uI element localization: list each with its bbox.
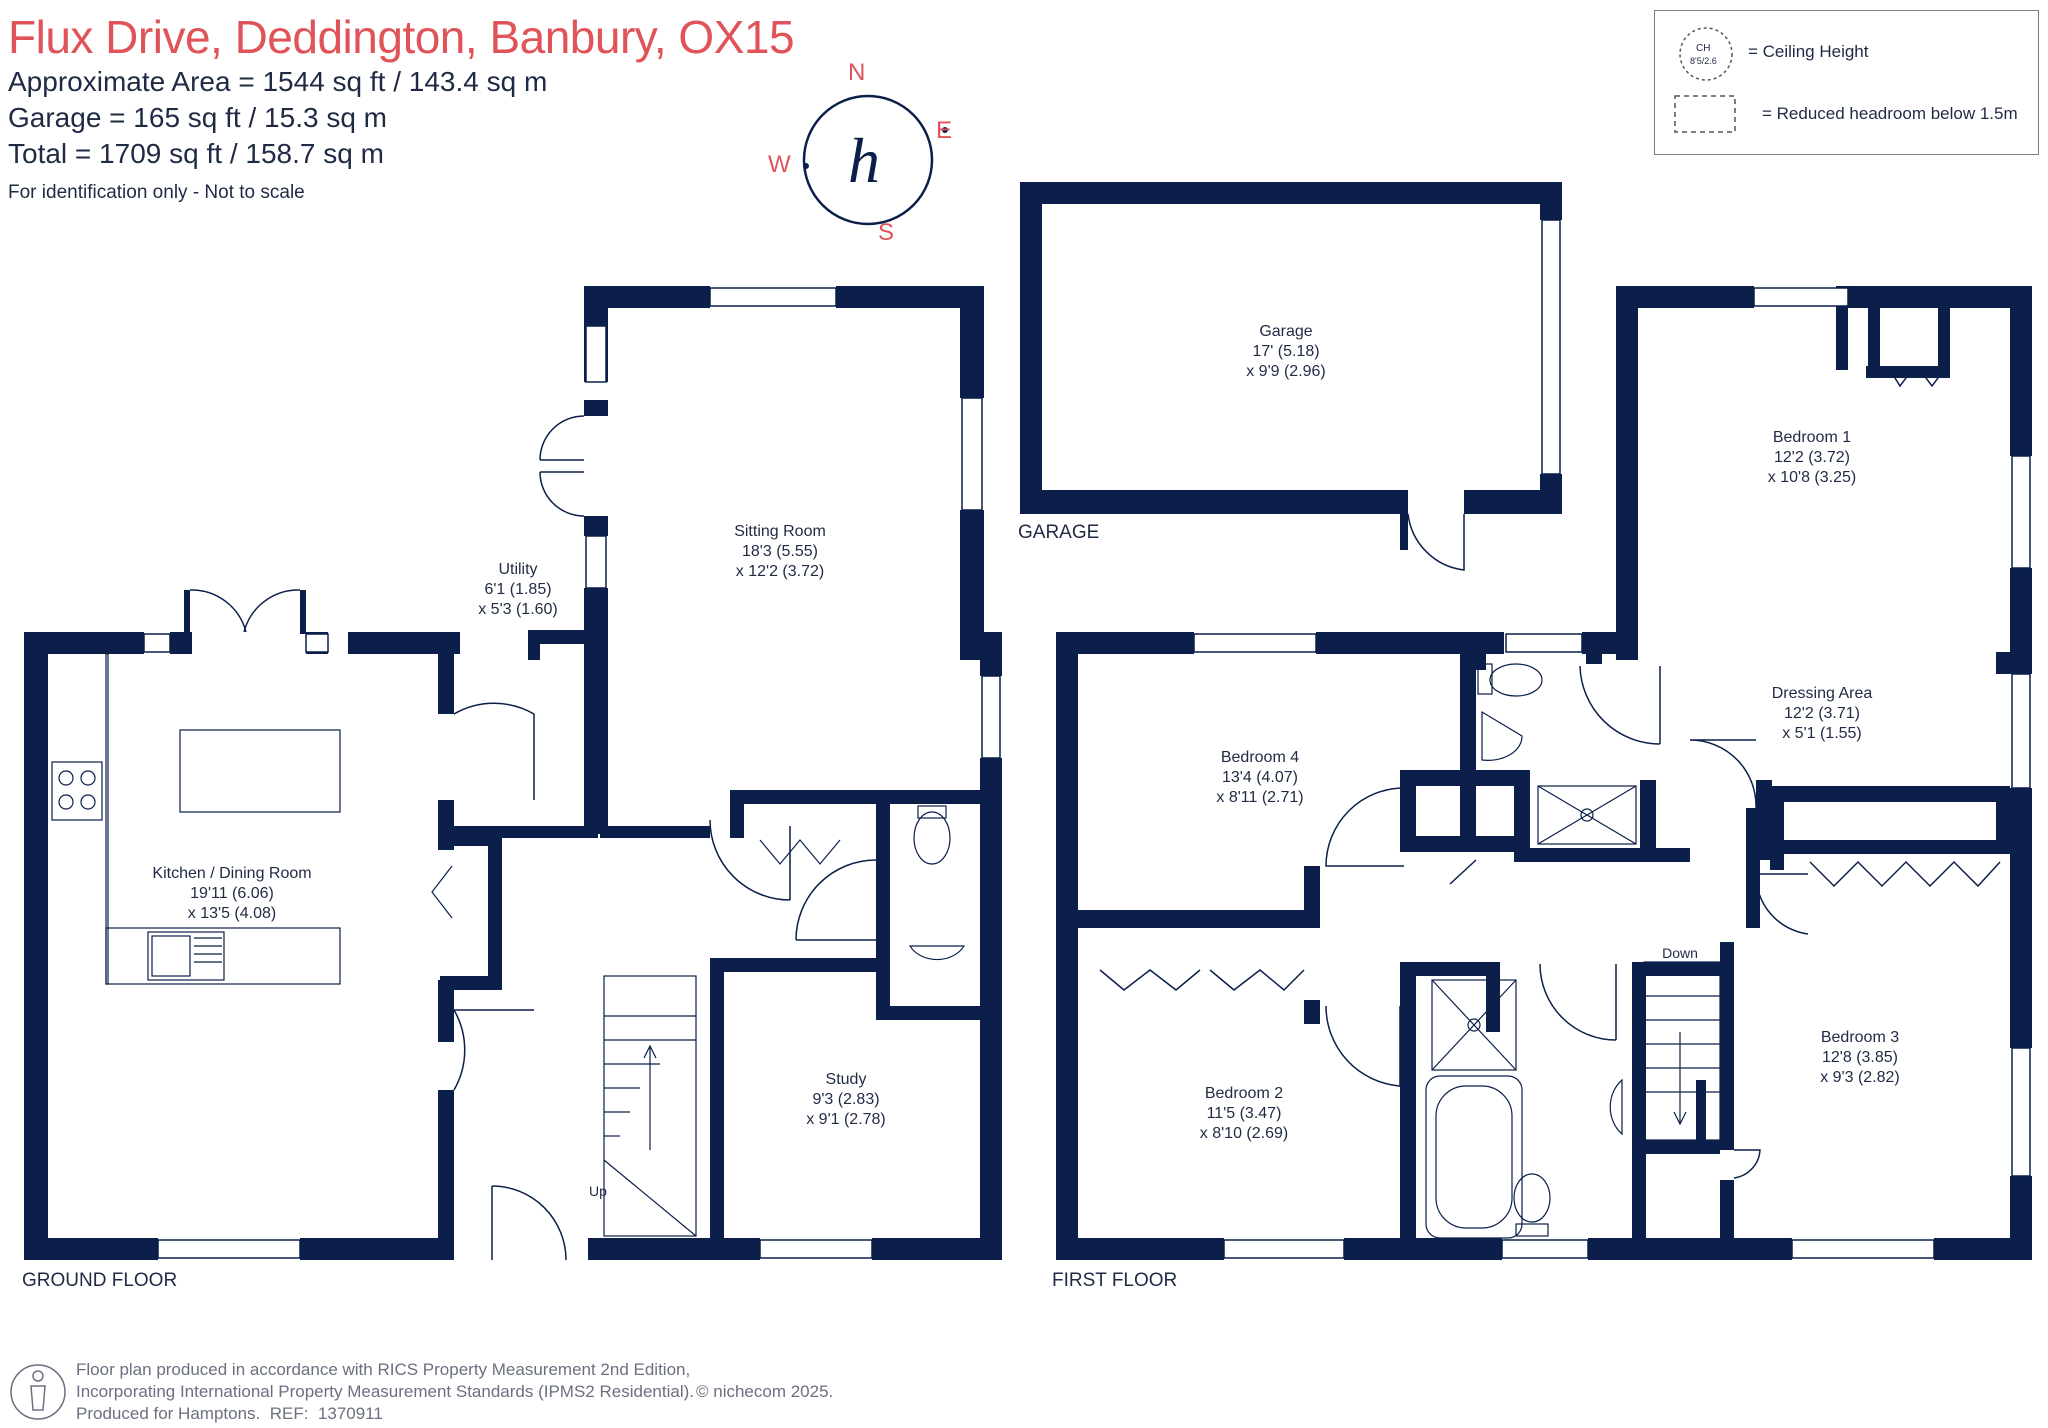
ground-floor-windows (143, 287, 1001, 1259)
total-area: Total = 1709 sq ft / 158.7 sq m (8, 138, 384, 169)
ground-floor-walls (24, 286, 1002, 1260)
compass-e: E (936, 117, 952, 144)
down-stairs (1643, 961, 1721, 1141)
staircase (603, 975, 697, 1237)
ensuite-basin (1481, 710, 1523, 761)
ch-symbol-top: CH (1696, 43, 1710, 54)
toilet (913, 811, 951, 865)
dressing-dim2: x 5'1 (1.55) (1782, 725, 1862, 742)
footer-produced-for: Produced for Hamptons. (76, 1404, 261, 1423)
kitchen-sink (147, 931, 225, 981)
study-label: Study (826, 1071, 867, 1088)
garage-label: Garage (1259, 323, 1312, 340)
garage-dim1: 17' (5.18) (1252, 343, 1319, 360)
first-floor-doors (1099, 369, 2001, 1179)
wall (24, 632, 48, 1259)
first-floor-windows (1193, 287, 2031, 1259)
dressing-label: Dressing Area (1772, 685, 1873, 702)
ensuite-shower (1537, 785, 1637, 845)
sitting-dim2: x 12'2 (3.72) (736, 563, 824, 580)
bedroom3-dim1: 12'8 (3.85) (1822, 1049, 1898, 1066)
compass-logo: h (848, 125, 880, 196)
bedroom3-label: Bedroom 3 (1821, 1029, 1899, 1046)
bedroom2-dim1: 11'5 (3.47) (1207, 1105, 1282, 1122)
study-dim2: x 9'1 (2.78) (806, 1111, 886, 1128)
study-dim1: 9'3 (2.83) (812, 1091, 879, 1108)
kitchen-label: Kitchen / Dining Room (152, 865, 311, 882)
bedroom1-dim1: 12'2 (3.72) (1774, 449, 1850, 466)
utility-label: Utility (498, 561, 537, 578)
dressing-dim1: 12'2 (3.71) (1784, 705, 1860, 722)
sitting-label: Sitting Room (734, 523, 826, 540)
garage-labels: Garage 17' (5.18) x 9'9 (2.96) (1246, 323, 1326, 380)
legend-symbols: CH 8'5/2.6 (1674, 27, 1736, 133)
ceiling-height-symbol (1679, 27, 1733, 81)
bedroom4-label: Bedroom 4 (1221, 749, 1299, 766)
footer-line-1: Floor plan produced in accordance with R… (76, 1360, 691, 1379)
footer-ref-label: REF: (269, 1404, 309, 1423)
legend-ceiling-height: = Ceiling Height (1748, 42, 1869, 61)
legend-reduced-headroom: = Reduced headroom below 1.5m (1762, 104, 2018, 123)
approx-area: Approximate Area = 1544 sq ft / 143.4 sq… (8, 66, 548, 97)
ground-floor-label: GROUND FLOOR (22, 1270, 178, 1291)
person-icon (10, 1364, 66, 1420)
first-floor-fixtures (1425, 663, 1721, 1239)
legend (1654, 10, 2039, 155)
ground-floor-labels: Kitchen / Dining Room 19'11 (6.06) x 13'… (152, 523, 885, 1199)
ensuite-toilet (1489, 663, 1543, 697)
footer-line-3: Produced for Hamptons. REF: 1370911 (76, 1404, 383, 1424)
garage-door (1541, 219, 1561, 475)
copyright: © nichecom 2025. (696, 1382, 834, 1401)
garage-area: Garage = 165 sq ft / 15.3 sq m (8, 102, 387, 133)
first-floor-label: FIRST FLOOR (1052, 1270, 1178, 1291)
stairs-down-label: Down (1662, 945, 1698, 961)
disclaimer: For identification only - Not to scale (8, 182, 305, 203)
compass-n: N (848, 59, 865, 86)
utility-dim2: x 5'3 (1.60) (478, 601, 558, 618)
kitchen-dim1: 19'11 (6.06) (190, 885, 274, 902)
page-title: Flux Drive, Deddington, Banbury, OX15 (8, 11, 795, 63)
stairs-up-label: Up (589, 1183, 607, 1199)
compass: N E S W h (768, 59, 952, 246)
first-floor-walls (1056, 286, 2032, 1260)
compass-ring (802, 94, 934, 226)
bedroom4-dim1: 13'4 (4.07) (1222, 769, 1298, 786)
garage-side-door (1407, 513, 1465, 571)
bath (1425, 1075, 1523, 1239)
bedroom4-dim2: x 8'11 (2.71) (1216, 789, 1303, 806)
kitchen-dim2: x 13'5 (4.08) (188, 905, 276, 922)
garage-dim2: x 9'9 (2.96) (1246, 363, 1326, 380)
garage-walls (1020, 182, 1562, 550)
compass-w: W (768, 151, 791, 178)
bedroom1-dim2: x 10'8 (3.25) (1768, 469, 1856, 486)
bedroom2-label: Bedroom 2 (1205, 1085, 1283, 1102)
bedroom2-dim2: x 8'10 (2.69) (1200, 1125, 1288, 1142)
sitting-dim1: 18'3 (5.55) (742, 543, 818, 560)
footer-line-2: Incorporating International Property Mea… (76, 1382, 694, 1401)
bedroom1-label: Bedroom 1 (1773, 429, 1851, 446)
first-floor-labels: Bedroom 1 12'2 (3.72) x 10'8 (3.25) Dres… (1200, 429, 1900, 1142)
bathroom-shower (1431, 979, 1517, 1071)
bedroom3-dim2: x 9'3 (2.82) (1820, 1069, 1900, 1086)
basin (908, 945, 966, 961)
footer-ref-value: 1370911 (317, 1404, 383, 1423)
utility-dim1: 6'1 (1.85) (484, 581, 551, 598)
garage-floor-label: GARAGE (1018, 522, 1100, 543)
hob (51, 761, 103, 821)
reduced-headroom-symbol (1674, 95, 1736, 133)
ground-floor-fixtures (51, 653, 966, 1237)
kitchen-counter (105, 927, 341, 985)
ch-symbol-bottom: 8'5/2.6 (1690, 56, 1717, 66)
kitchen-island (179, 729, 341, 813)
bathroom-toilet (1513, 1173, 1551, 1223)
bathroom-basin (1609, 1078, 1623, 1136)
ground-floor-doors (189, 415, 877, 1261)
compass-s: S (878, 219, 894, 246)
